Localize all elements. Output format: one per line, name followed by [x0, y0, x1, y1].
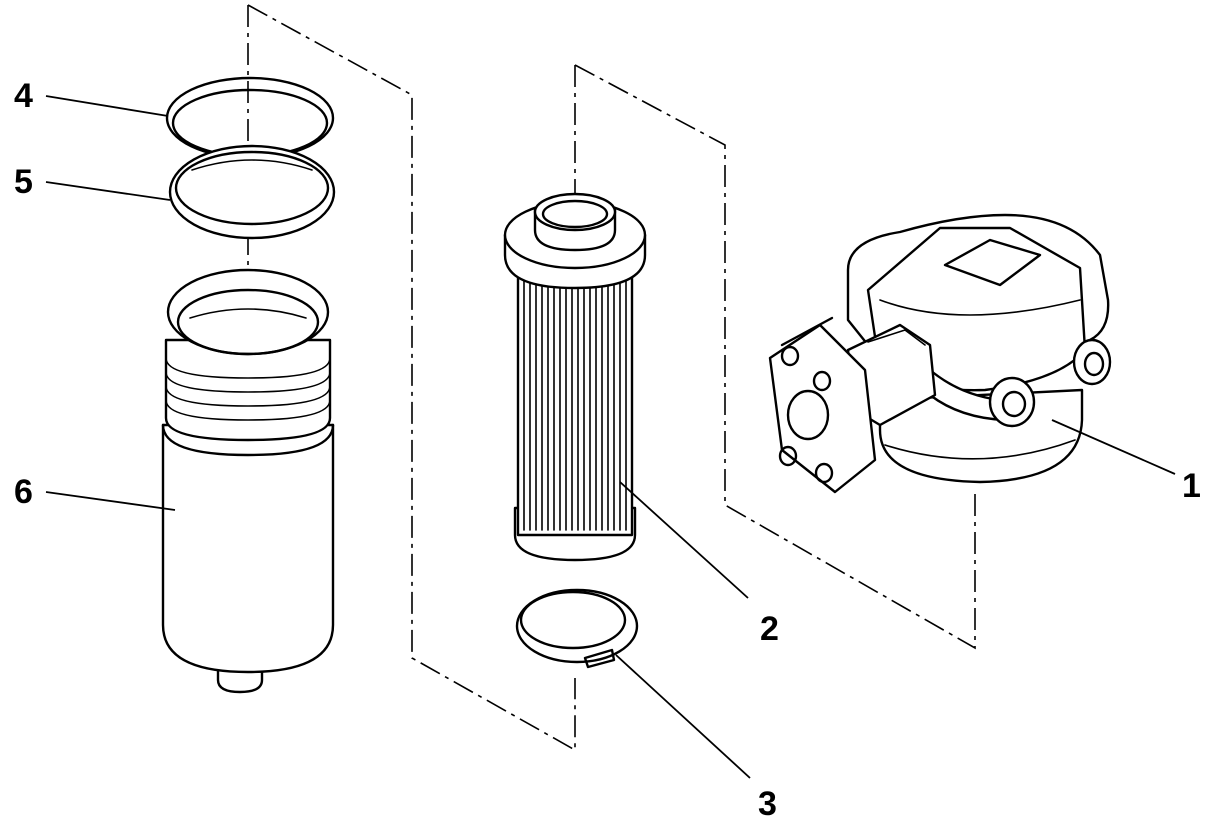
leader-lines: [45, 95, 1176, 779]
backup-ring-5: [168, 144, 336, 240]
callout-1: 1: [1182, 467, 1201, 505]
callout-4: 4: [14, 77, 33, 115]
filter-bowl: [161, 268, 335, 694]
callout-6: 6: [14, 473, 33, 511]
filter-head-1: [768, 213, 1112, 494]
retaining-ring-3: [515, 588, 639, 669]
callout-2: 2: [760, 610, 779, 648]
callout-5: 5: [14, 163, 33, 201]
callout-3: 3: [758, 785, 777, 823]
filter-element-2: [503, 192, 647, 562]
